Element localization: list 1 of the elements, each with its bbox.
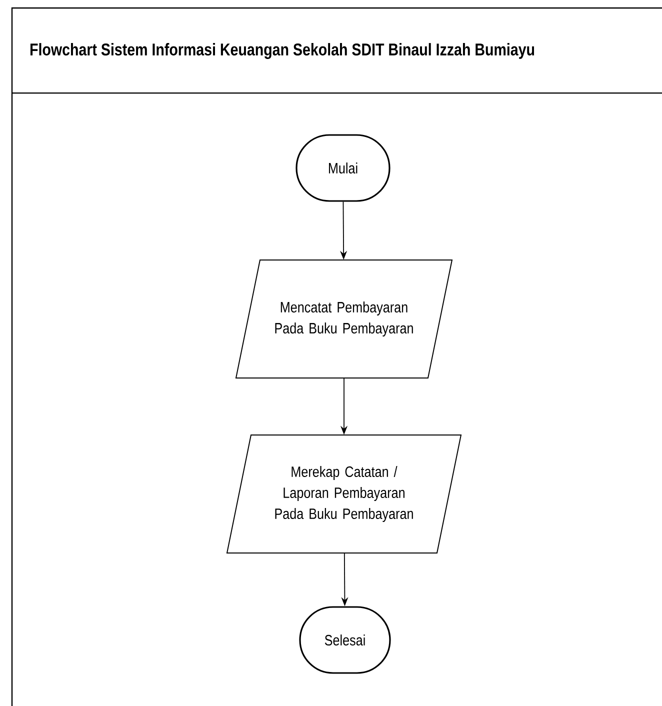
title: Flowchart Sistem Informasi Keuangan Sekolah SDIT Binaul Izzah Bumiayu (30, 43, 534, 59)
